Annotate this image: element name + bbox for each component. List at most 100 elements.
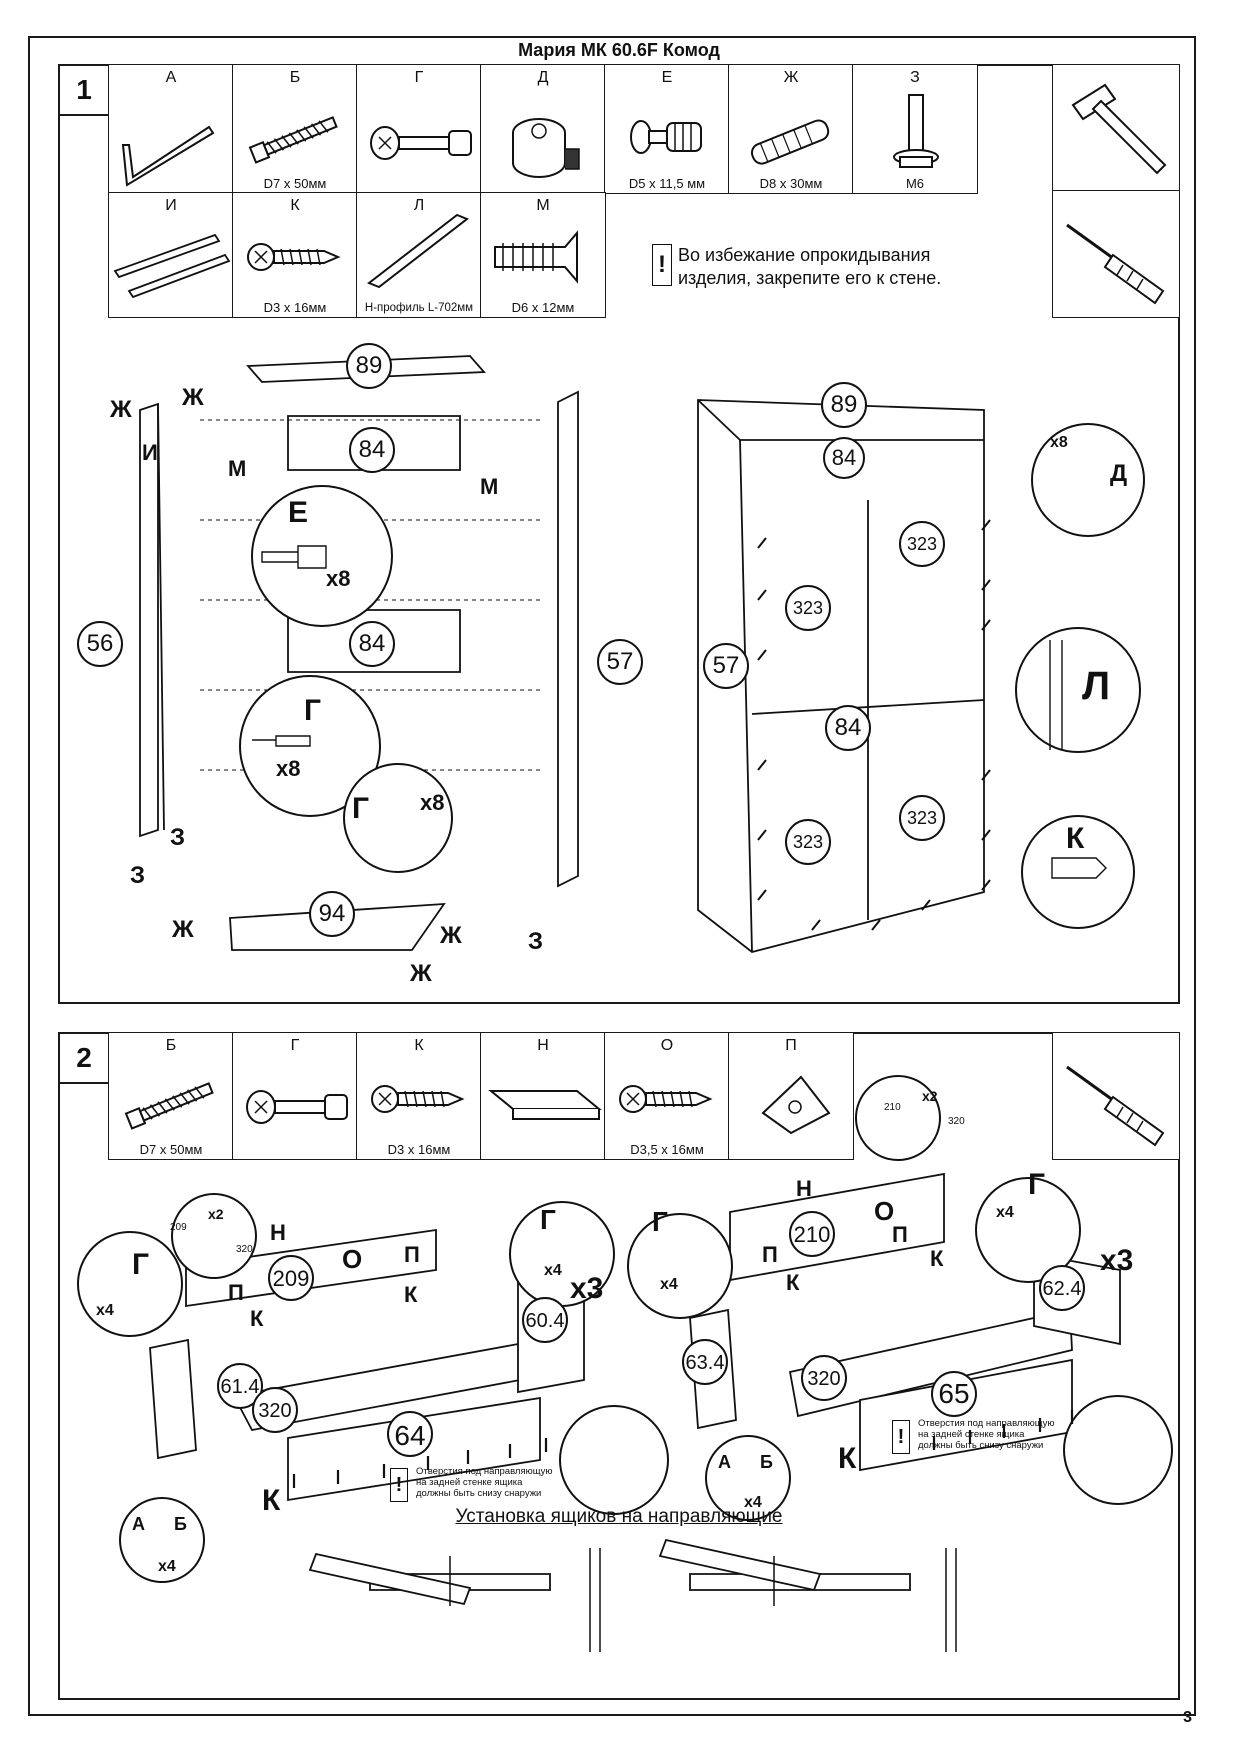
part-i-letter: И: [165, 197, 177, 214]
mult-x2-a: x2: [208, 1206, 224, 1222]
callout-e-letter: Е: [288, 496, 309, 529]
panel-label-56: 56: [86, 630, 114, 657]
callout-g1-letter: Г: [304, 694, 322, 727]
part2-n-cell: Н: [480, 1032, 606, 1160]
part-e-cell: Е D5 x 11,5 мм: [604, 64, 730, 194]
panel-label-209: 209: [272, 1266, 310, 1291]
part-z-letter: З: [910, 69, 920, 86]
panel-label-320-b: 320: [807, 1368, 841, 1390]
eccentric-coupler-icon: [370, 126, 472, 160]
letter-k-c: К: [786, 1270, 800, 1295]
part-a-letter: А: [165, 69, 177, 86]
part2-k-cell: К D3 x 16мм: [356, 1032, 482, 1160]
panel-label-89-b: 89: [830, 391, 858, 418]
label-m-1: М: [228, 456, 247, 481]
panel-label-84-c: 84: [831, 445, 857, 470]
mini-label-320-b: 320: [948, 1116, 965, 1127]
letter-g-c: Г: [652, 1206, 668, 1237]
part-i-cell: И: [108, 192, 234, 318]
part-k-cell: К D3 x 16мм: [232, 192, 358, 318]
callout-e-qty: x8: [326, 566, 351, 591]
panel-label-94: 94: [318, 900, 346, 927]
letter-g-a: Г: [132, 1248, 150, 1281]
h-profile-icon: [367, 213, 469, 289]
eccentric-pin-icon: [630, 120, 702, 154]
part-e-letter: Е: [661, 69, 673, 86]
label-zh-3: Ж: [172, 916, 194, 943]
screwdriver-tool-cell-2: [1052, 1032, 1180, 1160]
part-zh-caption: D8 x 30мм: [759, 176, 823, 191]
mult-x2-b: x2: [922, 1088, 938, 1104]
mult-x4-f: x4: [744, 1494, 762, 1511]
part2-p-cell: П: [728, 1032, 854, 1160]
letter-g-d: Г: [1028, 1168, 1046, 1201]
mini-label-210: 210: [884, 1102, 901, 1113]
letter-b-b: Б: [760, 1452, 773, 1472]
step2-number: 2: [60, 1034, 110, 1084]
document-title: Мария МК 60.6F Комод: [518, 40, 720, 60]
letter-k-e: К: [262, 1484, 281, 1517]
label-z-3: З: [528, 928, 544, 955]
mult-x4-a: x4: [96, 1302, 114, 1319]
drawer-install-title: Установка ящиков на направляющие: [455, 1506, 783, 1527]
page-border: [28, 36, 1196, 1716]
part2-n-letter: Н: [537, 1037, 549, 1054]
mult-x4-c: x4: [660, 1276, 678, 1293]
rail-hole-note-left-line2: на задней стенке ящика: [416, 1477, 523, 1488]
part-b-caption: D7 x 50мм: [263, 176, 327, 191]
letter-p-b: П: [404, 1242, 420, 1267]
cam-lock-icon: [512, 118, 580, 178]
letter-n-a: Н: [270, 1220, 286, 1245]
letter-k-b: К: [404, 1282, 418, 1307]
mult-x4-b: x4: [544, 1262, 562, 1279]
part-b-cell: Б D7 x 50мм: [232, 64, 358, 194]
part2-p-letter: П: [785, 1037, 797, 1054]
part2-o-letter: О: [660, 1037, 674, 1054]
letter-o-a: О: [342, 1244, 363, 1274]
panel-label-84-d: 84: [834, 714, 862, 741]
letter-b-a: Б: [174, 1514, 187, 1534]
label-zh-2: Ж: [182, 384, 204, 411]
warning-line-2: изделия, закрепите его к стене.: [678, 268, 942, 288]
panel-label-323-a: 323: [906, 534, 938, 554]
callout-d-qty: x8: [1050, 434, 1068, 451]
part2-o-cell: О D3,5 x 16мм: [604, 1032, 730, 1160]
letter-k-d: К: [930, 1246, 944, 1271]
hammer-tool-cell: [1052, 64, 1180, 192]
panel-label-320-a: 320: [258, 1400, 292, 1422]
rail-hole-note-right-line2: на задней стенке ящика: [918, 1429, 1025, 1440]
part2-k-letter: К: [414, 1037, 424, 1054]
panel-label-62-4: 62.4: [1042, 1278, 1082, 1300]
wood-screw-icon: [371, 1085, 465, 1113]
part-z-cell: З M6: [852, 64, 978, 194]
handle-screw-icon: [619, 1085, 713, 1113]
rail-hole-note-left-line3: должны быть снизу снаружи: [416, 1488, 542, 1499]
panel-label-89-a: 89: [355, 352, 383, 379]
letter-k-f: К: [838, 1442, 857, 1475]
panel-label-64: 64: [394, 1420, 426, 1451]
wood-screw-icon: [247, 243, 341, 271]
part-l-letter: Л: [413, 197, 425, 214]
letter-a-b: А: [718, 1452, 731, 1472]
panel-label-63-4: 63.4: [685, 1352, 725, 1374]
part-m-caption: D6 x 12мм: [511, 300, 575, 315]
part-e-caption: D5 x 11,5 мм: [628, 176, 706, 191]
part2-g-letter: Г: [290, 1037, 300, 1054]
letter-k-a: К: [250, 1306, 264, 1331]
mini-label-320-a: 320: [236, 1244, 253, 1255]
part2-k-caption: D3 x 16мм: [387, 1142, 451, 1157]
callout-k-letter: К: [1066, 822, 1085, 855]
part-k-letter: К: [290, 197, 300, 214]
confirmat-screw-icon: [124, 1082, 214, 1130]
part-g-letter: Г: [414, 69, 424, 86]
label-i-1: И: [142, 440, 158, 465]
panel-label-60-4: 60.4: [525, 1310, 565, 1332]
drawer-slide-icon: [113, 233, 231, 299]
rail-hole-note-right-line1: Отверстия под направляющую: [918, 1418, 1055, 1429]
part-d-cell: Д: [480, 64, 606, 194]
confirmat-screw-icon: [248, 116, 338, 164]
part-zh-cell: Ж D8 x 30мм: [728, 64, 854, 194]
mini-label-209: 209: [170, 1222, 187, 1233]
adjustable-foot-icon: [893, 94, 939, 168]
